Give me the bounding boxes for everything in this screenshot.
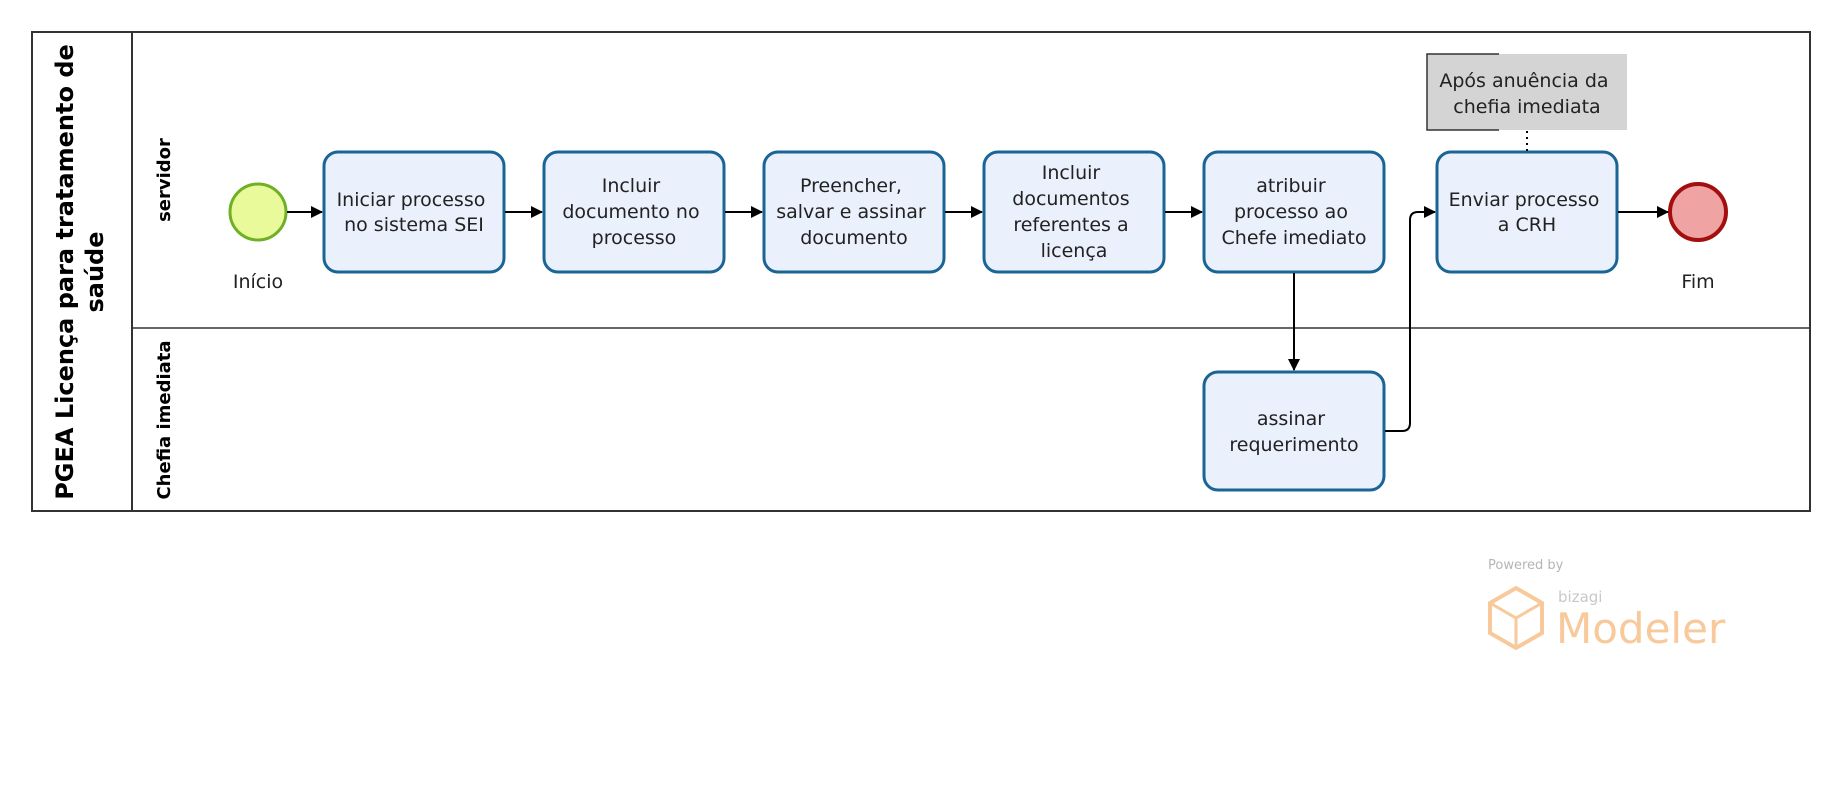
end-event-label: Fim bbox=[1681, 271, 1714, 293]
task-incluir-documento-line3: processo bbox=[592, 227, 677, 249]
task-preencher-line2: salvar e assinar bbox=[776, 201, 926, 223]
annotation-line1: Após anuência da bbox=[1439, 70, 1608, 92]
task-preencher-line3: documento bbox=[800, 227, 908, 249]
watermark-powered-by: Powered by bbox=[1488, 558, 1564, 573]
task-enviar-processo-crh[interactable]: Enviar processo a CRH bbox=[1435, 150, 1619, 274]
start-event[interactable] bbox=[228, 182, 288, 242]
task-iniciar-processo-line2: no sistema SEI bbox=[344, 214, 484, 236]
start-event-label: Início bbox=[233, 271, 283, 293]
svg-text:atribuir processo ao: atribuir processo ao Chefe imediato bbox=[1222, 175, 1367, 249]
task-atribuir-processo[interactable]: atribuir processo ao Chefe imediato bbox=[1202, 150, 1386, 274]
flow-assinar-to-enviar[interactable] bbox=[1385, 206, 1436, 432]
svg-text:Enviar processo a CRH: Enviar processo a CRH bbox=[1449, 189, 1606, 236]
watermark-product: Modeler bbox=[1556, 604, 1726, 653]
svg-text:Incluir documentos: Incluir documentos referentes a licença bbox=[1012, 162, 1135, 262]
task-incluir-docs-line3: referentes a bbox=[1013, 214, 1128, 236]
task-incluir-documentos-licenca[interactable]: Incluir documentos referentes a licença bbox=[982, 150, 1166, 274]
svg-text:Iniciar processo no sist: Iniciar processo no sistema SEI bbox=[337, 189, 492, 236]
lane-label-servidor: servidor bbox=[154, 138, 175, 222]
task-assinar-requerimento[interactable]: assinar requerimento bbox=[1202, 370, 1386, 492]
powered-by-watermark: Powered by bizagi Modeler bbox=[1488, 558, 1726, 653]
annotation-line2: chefia imediata bbox=[1453, 96, 1600, 118]
svg-text:assinar requerimento: assinar requerimento bbox=[1229, 408, 1358, 456]
pool-title-line1: PGEA Licença para tratamento de bbox=[51, 44, 79, 500]
task-assinar-line2: requerimento bbox=[1229, 434, 1358, 456]
lane-label-chefia: Chefia imediata bbox=[154, 340, 175, 499]
watermark-brand: bizagi bbox=[1558, 588, 1602, 606]
task-preencher-line1: Preencher, bbox=[800, 175, 902, 197]
task-atribuir-line2: processo ao bbox=[1234, 201, 1348, 223]
task-incluir-docs-line2: documentos bbox=[1012, 188, 1129, 210]
task-iniciar-processo-line1: Iniciar processo bbox=[337, 189, 486, 211]
bizagi-logo-icon bbox=[1488, 585, 1544, 651]
task-incluir-docs-line4: licença bbox=[1041, 240, 1108, 262]
task-assinar-line1: assinar bbox=[1257, 408, 1325, 430]
task-iniciar-processo[interactable]: Iniciar processo no sistema SEI bbox=[322, 150, 506, 274]
task-incluir-documento[interactable]: Incluir documento no processo bbox=[542, 150, 726, 274]
task-atribuir-line1: atribuir bbox=[1256, 175, 1326, 197]
text-annotation[interactable]: Após anuência da chefia imediata bbox=[1426, 53, 1627, 131]
task-incluir-documento-line1: Incluir bbox=[602, 175, 661, 197]
task-enviar-line2: a CRH bbox=[1498, 214, 1556, 236]
task-preencher-salvar-assinar[interactable]: Preencher, salvar e assinar documento bbox=[762, 150, 946, 274]
task-atribuir-line3: Chefe imediato bbox=[1222, 227, 1367, 249]
end-event[interactable] bbox=[1668, 182, 1728, 242]
task-incluir-documento-line2: documento no bbox=[562, 201, 699, 223]
pool-title-line2: saúde bbox=[81, 231, 109, 312]
task-enviar-line1: Enviar processo bbox=[1449, 189, 1600, 211]
svg-text:Preencher, salvar e assi: Preencher, salvar e assinar documento bbox=[776, 175, 932, 249]
svg-text:Incluir documento no: Incluir documento no processo bbox=[562, 175, 705, 249]
svg-text:Após anuência da chefia: Após anuência da chefia imediata bbox=[1439, 70, 1614, 118]
task-incluir-docs-line1: Incluir bbox=[1042, 162, 1101, 184]
